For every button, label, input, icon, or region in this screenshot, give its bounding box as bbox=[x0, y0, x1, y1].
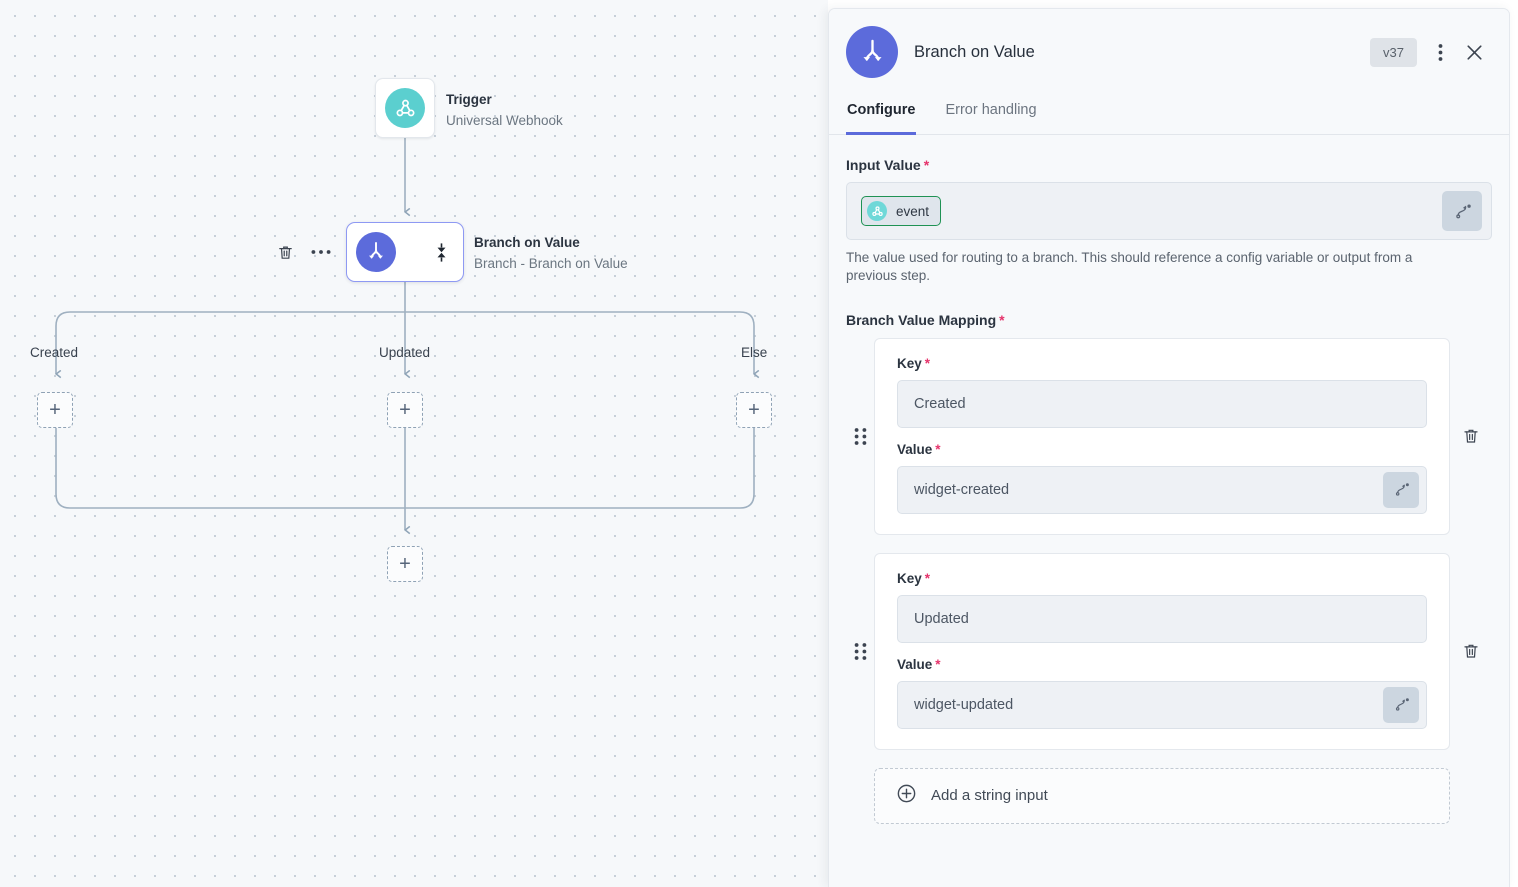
label-text: Branch Value Mapping bbox=[846, 311, 997, 328]
input-value-help: The value used for routing to a branch. … bbox=[846, 250, 1413, 284]
mapping-row: Key* Updated Value* widget-updated bbox=[846, 552, 1492, 750]
plus-icon: + bbox=[399, 553, 411, 575]
value-input-value: widget-updated bbox=[914, 696, 1014, 713]
flow-node-trigger-label: Trigger Universal Webhook bbox=[446, 90, 563, 132]
variable-chip-event[interactable]: event bbox=[861, 196, 942, 226]
node-subtitle: Branch - Branch on Value bbox=[474, 255, 628, 271]
key-label: Key* bbox=[897, 356, 1427, 371]
collapse-expand-icon[interactable] bbox=[433, 242, 449, 262]
value-label: Value* bbox=[897, 657, 1427, 672]
drag-handle-icon[interactable] bbox=[846, 427, 874, 446]
add-string-input-button[interactable]: Add a string input bbox=[874, 767, 1450, 824]
required-marker: * bbox=[924, 570, 931, 586]
branch-icon bbox=[846, 26, 898, 78]
mapping-row: Key* Created Value* widget-created bbox=[846, 337, 1492, 535]
webhook-icon bbox=[385, 88, 425, 128]
panel-tabs: Configure Error handling bbox=[829, 95, 1509, 135]
branch-mapping-label: Branch Value Mapping* bbox=[846, 312, 1492, 328]
label-text: Key bbox=[897, 355, 922, 371]
label-text: Value bbox=[897, 656, 933, 672]
branch-label-else: Else bbox=[741, 345, 768, 360]
mapping-card: Key* Created Value* widget-created bbox=[874, 337, 1450, 535]
plus-circle-icon bbox=[896, 783, 917, 809]
label-text: Key bbox=[897, 570, 922, 586]
branch-label-updated: Updated bbox=[379, 345, 431, 360]
add-string-input-label: Add a string input bbox=[931, 787, 1048, 805]
key-label: Key* bbox=[897, 571, 1427, 586]
label-text: Input Value bbox=[846, 157, 921, 173]
flow-canvas[interactable]: Trigger Universal Webhook bbox=[0, 0, 828, 887]
add-step-slot-else[interactable]: + bbox=[736, 392, 772, 428]
required-marker: * bbox=[935, 656, 941, 672]
value-input[interactable]: widget-created bbox=[897, 465, 1427, 514]
chip-label: event bbox=[896, 203, 930, 219]
key-input[interactable]: Created bbox=[897, 379, 1427, 428]
flow-node-trigger[interactable] bbox=[375, 78, 435, 138]
panel-more-button[interactable] bbox=[1423, 35, 1457, 69]
webhook-icon bbox=[867, 201, 887, 221]
value-input[interactable]: widget-updated bbox=[897, 680, 1427, 729]
add-step-slot-created[interactable]: + bbox=[37, 392, 73, 428]
node-title: Trigger bbox=[446, 92, 492, 107]
required-marker: * bbox=[935, 441, 941, 457]
add-step-slot-updated[interactable]: + bbox=[387, 392, 423, 428]
required-marker: * bbox=[923, 157, 930, 173]
node-title: Branch on Value bbox=[474, 235, 580, 250]
page-title: Branch on Value bbox=[914, 42, 1035, 61]
panel-header: Branch on Value v37 bbox=[829, 9, 1509, 95]
key-input[interactable]: Updated bbox=[897, 594, 1427, 643]
mapping-delete-button[interactable] bbox=[1450, 642, 1492, 660]
key-input-value: Updated bbox=[914, 610, 969, 627]
required-marker: * bbox=[999, 311, 1005, 328]
plus-icon: + bbox=[399, 399, 411, 421]
flow-node-branch-label: Branch on Value Branch - Branch on Value bbox=[474, 233, 628, 275]
label-text: Value bbox=[897, 441, 933, 457]
node-subtitle: Universal Webhook bbox=[446, 112, 563, 128]
value-input-value: widget-created bbox=[914, 481, 1010, 498]
node-delete-button[interactable] bbox=[274, 241, 296, 263]
required-marker: * bbox=[924, 355, 931, 371]
variable-picker-icon[interactable] bbox=[1442, 191, 1482, 231]
key-input-value: Created bbox=[914, 395, 966, 412]
step-config-panel: Branch on Value v37 Configure Error hand… bbox=[828, 8, 1510, 887]
panel-body: Input Value* event bbox=[829, 135, 1509, 887]
variable-picker-icon[interactable] bbox=[1383, 471, 1419, 508]
variable-picker-icon[interactable] bbox=[1383, 686, 1419, 723]
tab-configure[interactable]: Configure bbox=[846, 96, 917, 135]
panel-close-button[interactable] bbox=[1457, 35, 1491, 69]
input-value-label: Input Value* bbox=[846, 157, 1492, 173]
plus-icon: + bbox=[49, 399, 61, 421]
input-value-field[interactable]: event bbox=[846, 182, 1492, 240]
plus-icon: + bbox=[748, 399, 760, 421]
value-label: Value* bbox=[897, 442, 1427, 457]
input-value-content: event bbox=[861, 196, 1442, 226]
branch-icon bbox=[356, 232, 396, 272]
branch-label-created: Created bbox=[30, 345, 79, 360]
mapping-card: Key* Updated Value* widget-updated bbox=[874, 552, 1450, 750]
add-step-slot-merge[interactable]: + bbox=[387, 546, 423, 582]
mapping-delete-button[interactable] bbox=[1450, 427, 1492, 445]
drag-handle-icon[interactable] bbox=[846, 642, 874, 661]
node-more-button[interactable] bbox=[310, 243, 332, 261]
flow-node-branch[interactable] bbox=[346, 222, 464, 282]
tab-error-handling[interactable]: Error handling bbox=[945, 102, 1037, 118]
version-badge[interactable]: v37 bbox=[1370, 37, 1417, 67]
